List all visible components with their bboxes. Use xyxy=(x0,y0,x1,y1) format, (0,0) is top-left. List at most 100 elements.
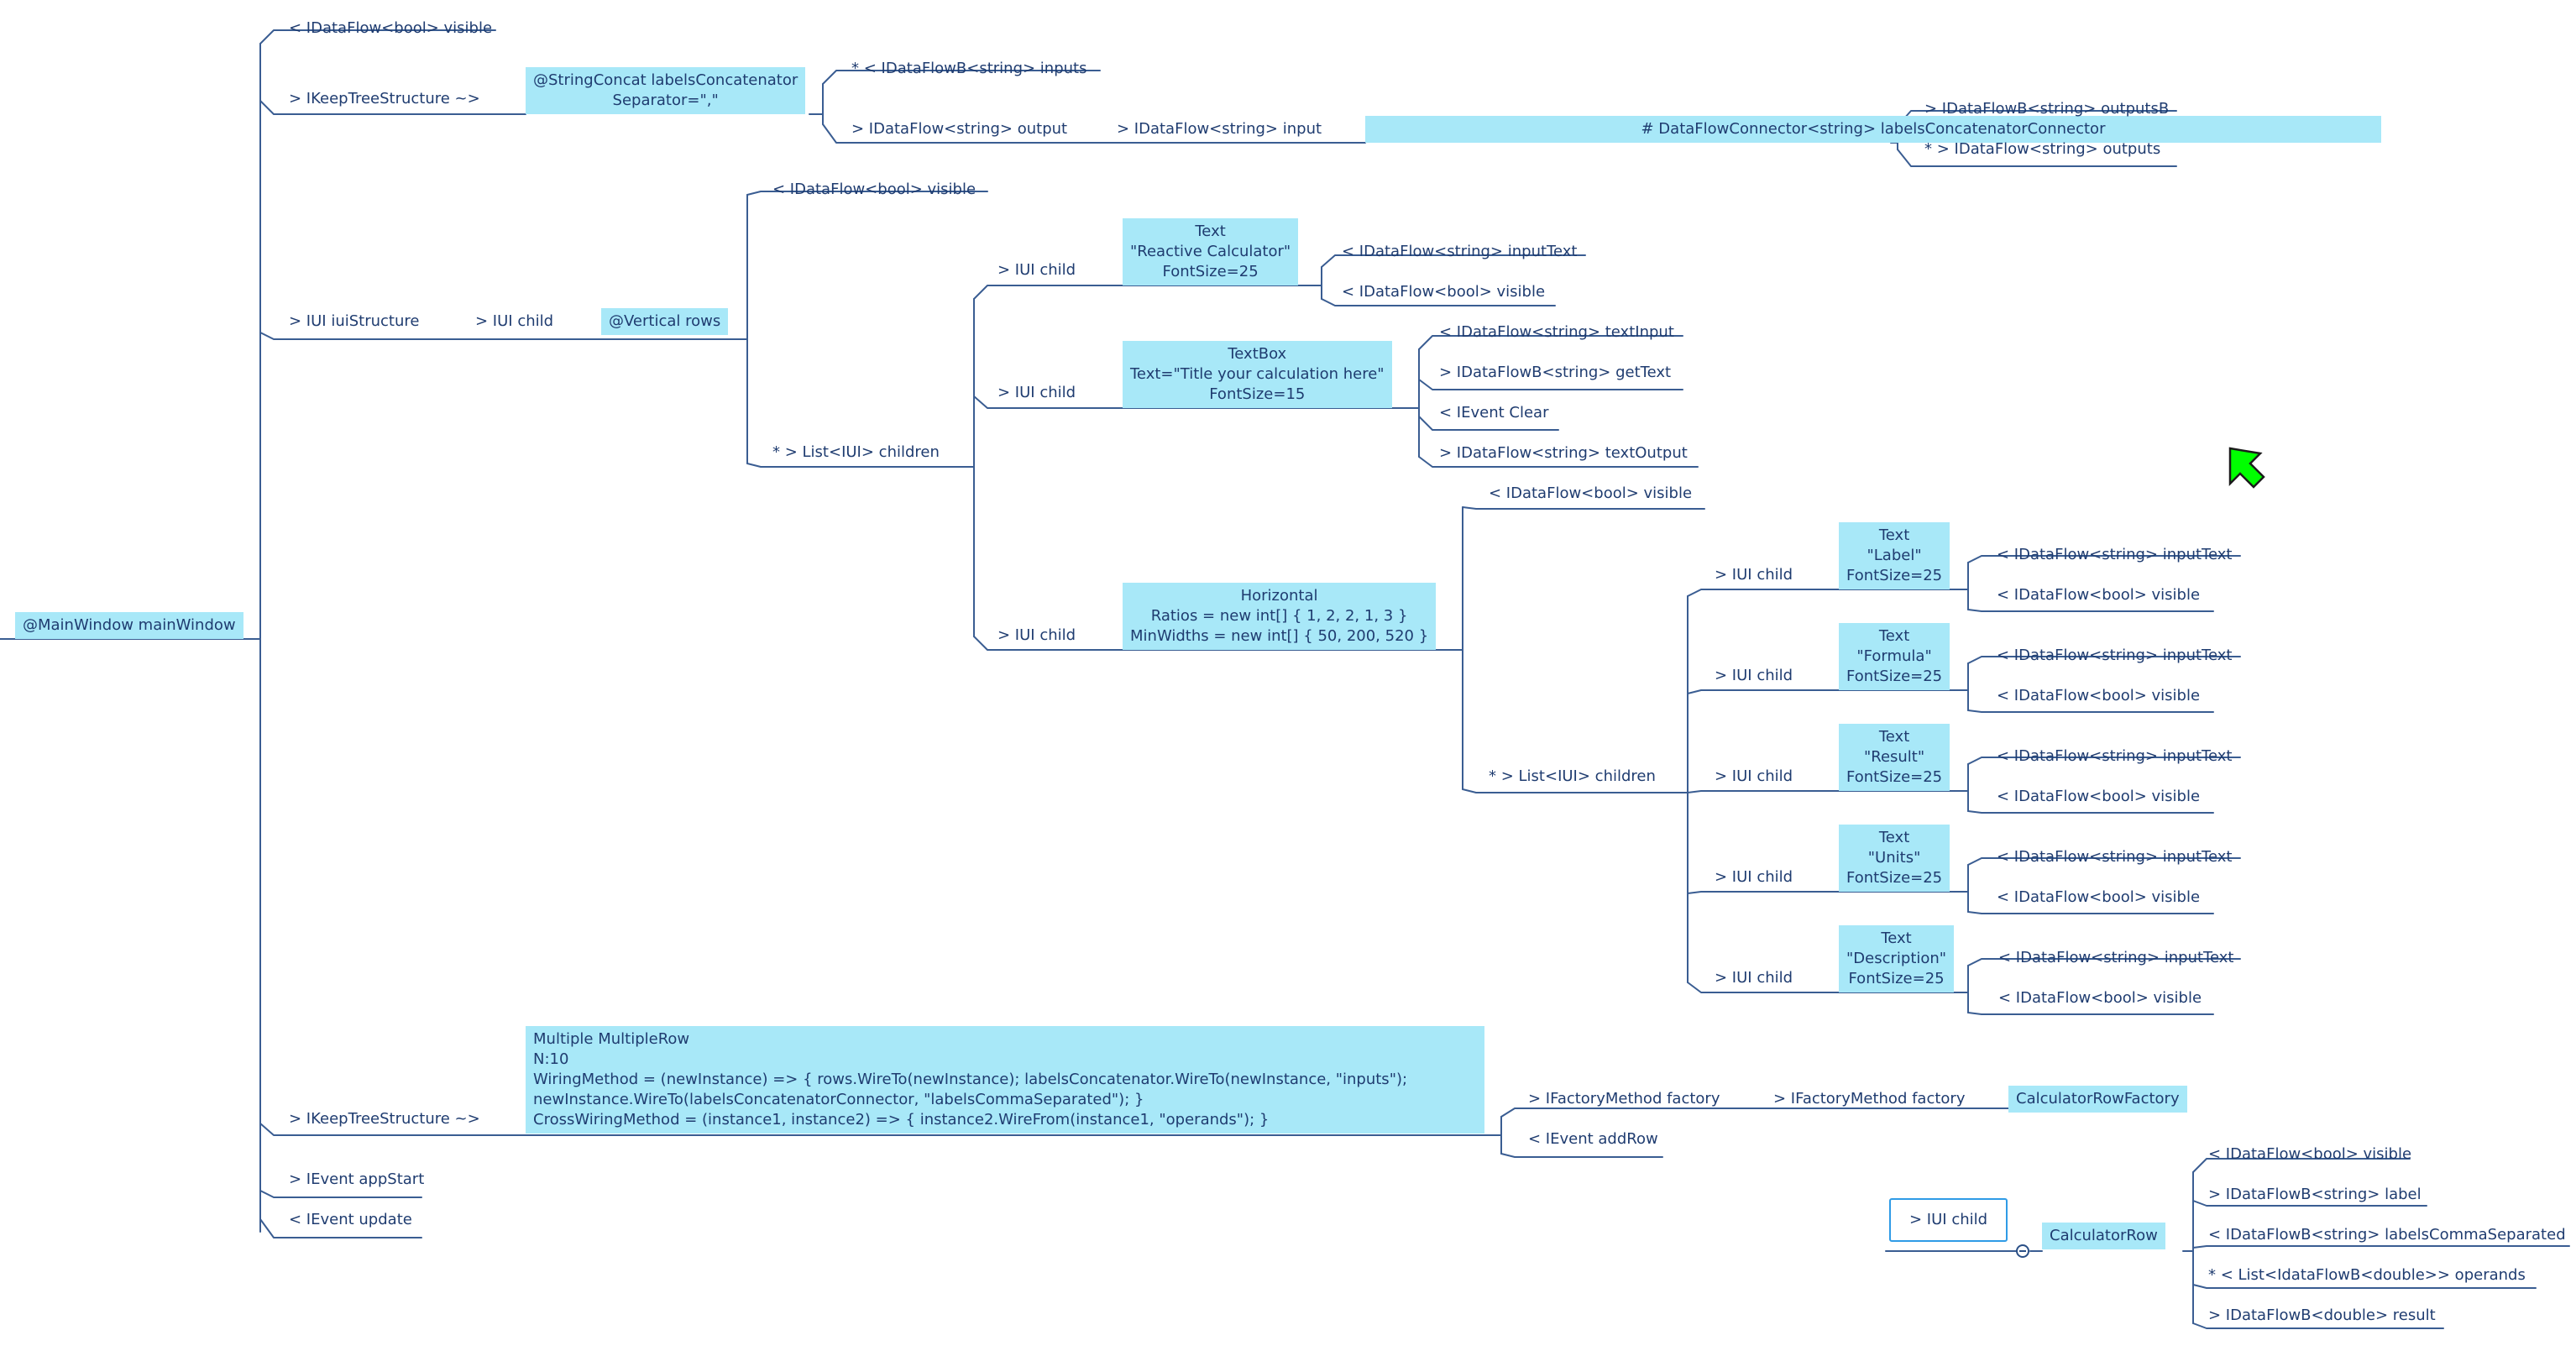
vertical-children-node[interactable]: * > List<IUI> children xyxy=(772,443,940,461)
iui-child-node-a[interactable]: > IUI child xyxy=(475,312,554,330)
connector-line xyxy=(1687,982,1956,993)
connector-line xyxy=(2192,1245,2570,1249)
title-visible-node[interactable]: < IDataFlow<bool> visible xyxy=(1342,283,1546,301)
iui-structure-node[interactable]: > IUI iuiStructure xyxy=(289,312,420,330)
string-concat-node[interactable]: @StringConcat labelsConcatenator Separat… xyxy=(526,67,806,114)
result-input-text-node[interactable]: < IDataFlow<string> inputText xyxy=(1997,747,2233,765)
multiple-line-3: WiringMethod = (newInstance) => { rows.W… xyxy=(533,1071,1408,1088)
vertical-visible-node[interactable]: < IDataFlow<bool> visible xyxy=(772,181,976,198)
units-input-text-node[interactable]: < IDataFlow<string> inputText xyxy=(1997,848,2233,866)
text-description-line-3: FontSize=25 xyxy=(1848,970,1945,987)
child-textbox-node[interactable]: > IUI child xyxy=(997,384,1076,401)
textbox-get-text-node[interactable]: > IDataFlowB<string> getText xyxy=(1439,364,1672,381)
connector-line xyxy=(973,395,1411,409)
connector-line xyxy=(1967,1012,2214,1015)
connector-line xyxy=(1418,379,1683,390)
formula-input-text-node[interactable]: < IDataFlow<string> inputText xyxy=(1997,647,2233,664)
h-row-child-description[interactable]: > IUI child xyxy=(1715,969,1793,987)
description-visible-node[interactable]: < IDataFlow<bool> visible xyxy=(1998,989,2202,1007)
horizontal-line-3: MinWidths = new int[] { 50, 200, 520 } xyxy=(1130,627,1429,645)
update-node[interactable]: < IEvent update xyxy=(289,1211,412,1228)
connector-line xyxy=(1462,788,1689,793)
text-title-line-1: Text xyxy=(1195,223,1226,240)
cr-labels-comma-separated-node[interactable]: < IDataFlowB<string> labelsCommaSeparate… xyxy=(2208,1226,2566,1244)
sc-output-node[interactable]: > IDataFlow<string> output xyxy=(851,120,1068,138)
textbox-text-output-node[interactable]: > IDataFlow<string> textOutput xyxy=(1439,444,1688,462)
connector-line xyxy=(1967,710,2214,713)
string-concat-line-2: Separator="," xyxy=(612,92,719,109)
units-visible-node[interactable]: < IDataFlow<bool> visible xyxy=(1997,888,2201,906)
text-units-node[interactable]: Text "Units" FontSize=25 xyxy=(1839,825,1950,892)
text-units-line-3: FontSize=25 xyxy=(1846,869,1943,887)
description-input-text-node[interactable]: < IDataFlow<string> inputText xyxy=(1998,949,2234,966)
string-concat-line-1: @StringConcat labelsConcatenator xyxy=(533,71,798,89)
label-visible-node[interactable]: < IDataFlow<bool> visible xyxy=(1997,586,2201,604)
text-description-node[interactable]: Text "Description" FontSize=25 xyxy=(1839,925,1955,992)
connector-line xyxy=(822,70,1101,85)
connector-line xyxy=(1967,857,2241,866)
iui-child-selected-node[interactable]: > IUI child xyxy=(1889,1198,2008,1242)
connector-line xyxy=(746,191,988,196)
h-row-child-result[interactable]: > IUI child xyxy=(1715,767,1793,785)
textbox-text-input-node[interactable]: < IDataFlow<string> textInput xyxy=(1439,323,1674,341)
multiple-line-5: CrossWiringMethod = (instance1, instance… xyxy=(533,1111,1270,1128)
connector-line xyxy=(1418,335,1683,350)
cr-label-node[interactable]: > IDataFlowB<string> label xyxy=(2208,1186,2422,1203)
horizontal-node[interactable]: Horizontal Ratios = new int[] { 1, 2, 2,… xyxy=(1123,583,1437,650)
text-result-line-1: Text xyxy=(1878,728,1910,746)
calculator-row-factory-node[interactable]: CalculatorRowFactory xyxy=(2008,1086,2187,1113)
text-result-line-2: "Result" xyxy=(1863,748,1925,766)
text-label-node[interactable]: Text "Label" FontSize=25 xyxy=(1839,522,1950,589)
cr-visible-node[interactable]: < IDataFlow<bool> visible xyxy=(2208,1145,2412,1163)
horizontal-children-node[interactable]: * > List<IUI> children xyxy=(1489,767,1656,785)
textbox-clear-node[interactable]: < IEvent Clear xyxy=(1439,404,1549,422)
h-row-child-formula[interactable]: > IUI child xyxy=(1715,667,1793,684)
label-input-text-node[interactable]: < IDataFlow<string> inputText xyxy=(1997,546,2233,563)
cr-operands-node[interactable]: * < List<IdataFlowB<double>> operands xyxy=(2208,1266,2526,1284)
sc-inputs-node[interactable]: * < IDataFlowB<string> inputs xyxy=(851,60,1087,77)
connector-outputs-node[interactable]: * > IDataFlow<string> outputs xyxy=(1924,140,2161,158)
calculator-row-node[interactable]: CalculatorRow xyxy=(2042,1223,2165,1249)
visible-top-node[interactable]: < IDataFlow<bool> visible xyxy=(289,19,493,37)
connector-input-node[interactable]: > IDataFlow<string> input xyxy=(1117,120,1322,138)
connector-line xyxy=(1967,609,2214,612)
keep-tree-structure-node-2[interactable]: > IKeepTreeStructure ~> xyxy=(289,1110,480,1128)
horizontal-visible-node[interactable]: < IDataFlow<bool> visible xyxy=(1489,484,1693,502)
data-flow-connector-node[interactable]: # DataFlowConnector<string> labelsConcat… xyxy=(1365,116,2381,143)
vertical-rows-node[interactable]: @Vertical rows xyxy=(601,308,729,335)
connector-line xyxy=(1967,757,2241,765)
text-description-line-2: "Description" xyxy=(1846,950,1947,967)
text-reactive-calculator-node[interactable]: Text "Reactive Calculator" FontSize=25 xyxy=(1123,218,1299,285)
formula-visible-node[interactable]: < IDataFlow<bool> visible xyxy=(1997,687,2201,704)
text-formula-line-1: Text xyxy=(1878,627,1910,645)
h-row-child-label[interactable]: > IUI child xyxy=(1715,566,1793,584)
keep-tree-structure-node-1[interactable]: > IKeepTreeStructure ~> xyxy=(289,90,480,107)
main-window-node[interactable]: @MainWindow mainWindow xyxy=(15,612,243,639)
connector-line xyxy=(822,123,1366,144)
result-visible-node[interactable]: < IDataFlow<bool> visible xyxy=(1997,788,2201,805)
multiple-row-node[interactable]: Multiple MultipleRow N:10 WiringMethod =… xyxy=(526,1026,1484,1134)
collapse-toggle-icon[interactable] xyxy=(2016,1244,2029,1258)
textbox-node[interactable]: TextBox Text="Title your calculation her… xyxy=(1123,341,1392,408)
factory-node-2[interactable]: > IFactoryMethod factory xyxy=(1773,1090,1966,1108)
factory-node-1[interactable]: > IFactoryMethod factory xyxy=(1528,1090,1720,1108)
connector-outputsB-node[interactable]: > IDataFlowB<string> outputsB xyxy=(1924,100,2170,118)
text-description-line-1: Text xyxy=(1881,929,1912,947)
h-row-child-units[interactable]: > IUI child xyxy=(1715,868,1793,886)
title-input-text-node[interactable]: < IDataFlow<string> inputText xyxy=(1342,243,1578,260)
connector-line xyxy=(259,332,748,340)
add-row-node[interactable]: < IEvent addRow xyxy=(1528,1130,1658,1148)
child-text-node[interactable]: > IUI child xyxy=(997,261,1076,279)
connector-line xyxy=(1687,689,1956,694)
text-result-node[interactable]: Text "Result" FontSize=25 xyxy=(1839,724,1950,791)
connector-line xyxy=(2192,1200,2427,1207)
cr-result-node[interactable]: > IDataFlowB<double> result xyxy=(2208,1306,2436,1324)
multiple-line-1: Multiple MultipleRow xyxy=(533,1030,690,1048)
text-formula-node[interactable]: Text "Formula" FontSize=25 xyxy=(1839,623,1950,690)
connector-line xyxy=(1967,958,2241,966)
connector-line xyxy=(1967,911,2214,914)
child-horizontal-node[interactable]: > IUI child xyxy=(997,626,1076,644)
text-units-line-2: "Units" xyxy=(1867,849,1921,867)
multiple-line-2: N:10 xyxy=(533,1050,569,1068)
app-start-node[interactable]: > IEvent appStart xyxy=(289,1170,425,1188)
